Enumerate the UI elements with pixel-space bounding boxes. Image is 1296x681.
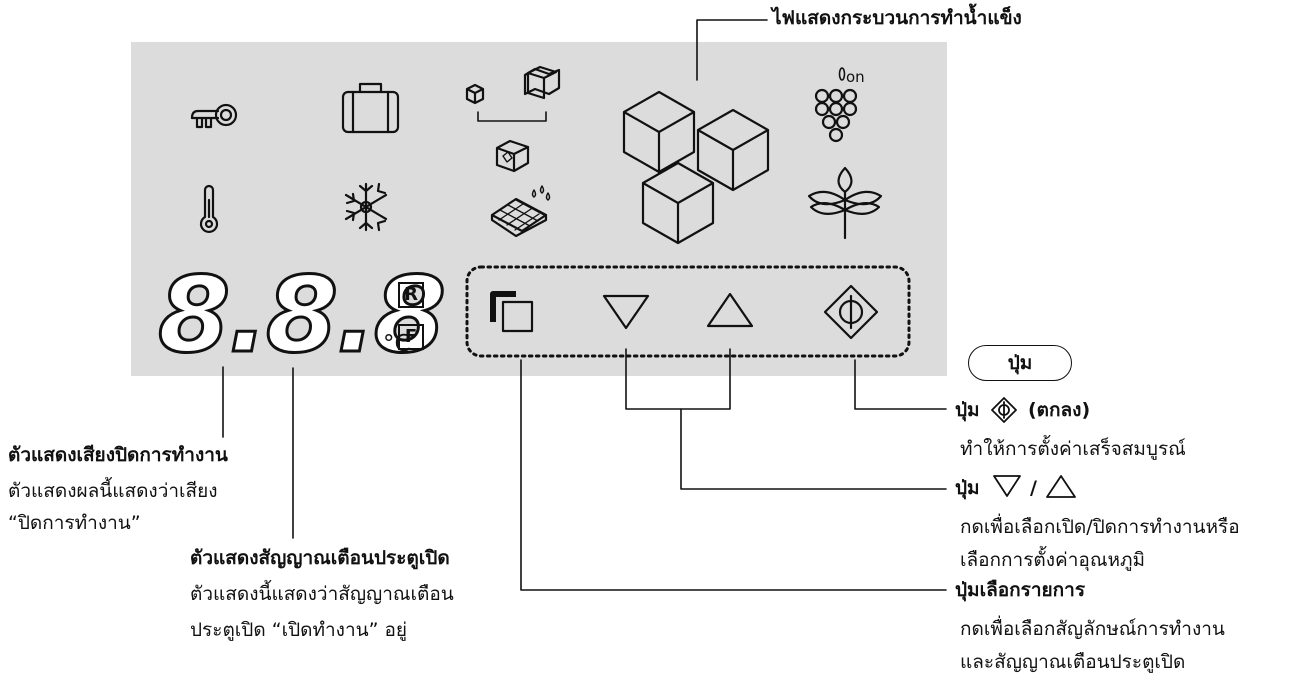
f-indicator: F (398, 324, 424, 350)
mute-indicator-desc-2: “ปิดการทำงาน” (8, 512, 141, 534)
updown-title-prefix: ปุ่ม (955, 477, 980, 499)
ice-tray-icon (490, 185, 551, 238)
updown-desc-1: กดเพื่อเลือกเปิด/ปิดการทำงานหรือ (960, 516, 1240, 538)
celsius-unit: °C (383, 331, 411, 357)
temperature-display: 8.8.8 (156, 254, 447, 376)
grapes-icon (814, 67, 858, 143)
select-squares-icon[interactable] (490, 291, 534, 333)
door-alarm-title: ตัวแสดงสัญญาณเตือนประตูเปิด (190, 547, 450, 569)
ok-inline-icon (991, 397, 1017, 423)
ice-cubes-icon (622, 90, 770, 245)
suitcase-icon (341, 82, 400, 134)
door-alarm-desc-1: ตัวแสดงนี้แสดงว่าสัญญาณเตือน (190, 583, 454, 605)
updown-desc-2: เลือกการตั้งค่าอุณหภูมิ (960, 549, 1146, 571)
callout-lines (222, 19, 947, 591)
select-button-title: ปุ่มเลือกรายการ (955, 579, 1086, 601)
triangle-up-icon[interactable] (706, 292, 754, 328)
down-inline-icon (993, 475, 1021, 497)
updown-separator: / (1030, 477, 1037, 499)
select-desc-1: กดเพื่อเลือกสัญลักษณ์การทำงาน (960, 618, 1225, 640)
ok-title-prefix: ปุ่ม (955, 399, 980, 421)
thermometer-icon (199, 184, 219, 234)
power-diamond-icon[interactable] (823, 284, 879, 340)
plant-icon (807, 166, 883, 240)
ok-desc: ทำให้การตั้งค่าเสร็จสมบูรณ์ (960, 438, 1186, 460)
buttons-section-label: ปุ่ม (968, 345, 1072, 381)
snowflake-icon (344, 182, 388, 232)
key-icon (190, 103, 238, 129)
ice-cube-size-icon (465, 65, 561, 122)
button-group-frame (465, 265, 911, 358)
triangle-down-icon[interactable] (602, 294, 650, 330)
up-inline-icon (1046, 475, 1076, 498)
ok-title-suffix: (ตกลง) (1028, 399, 1091, 421)
mute-indicator-title: ตัวแสดงเสียงปิดการทำงาน (8, 444, 228, 466)
door-alarm-desc-2: ประตูเปิด “เปิดทำงาน” อยู่ (190, 619, 408, 641)
ice-making-light-label: ไฟแสดงกระบวนการทำน้ำแข็ง (772, 7, 1022, 29)
crushed-ice-icon (495, 139, 530, 173)
r-indicator: R (398, 282, 424, 308)
select-desc-2: และสัญญาณเตือนประตูเปิด (960, 651, 1186, 673)
mute-indicator-desc-1: ตัวแสดงผลนี้แสดงว่าเสียง (8, 480, 218, 502)
control-panel (131, 42, 947, 376)
wine-on-label: on (846, 68, 865, 86)
